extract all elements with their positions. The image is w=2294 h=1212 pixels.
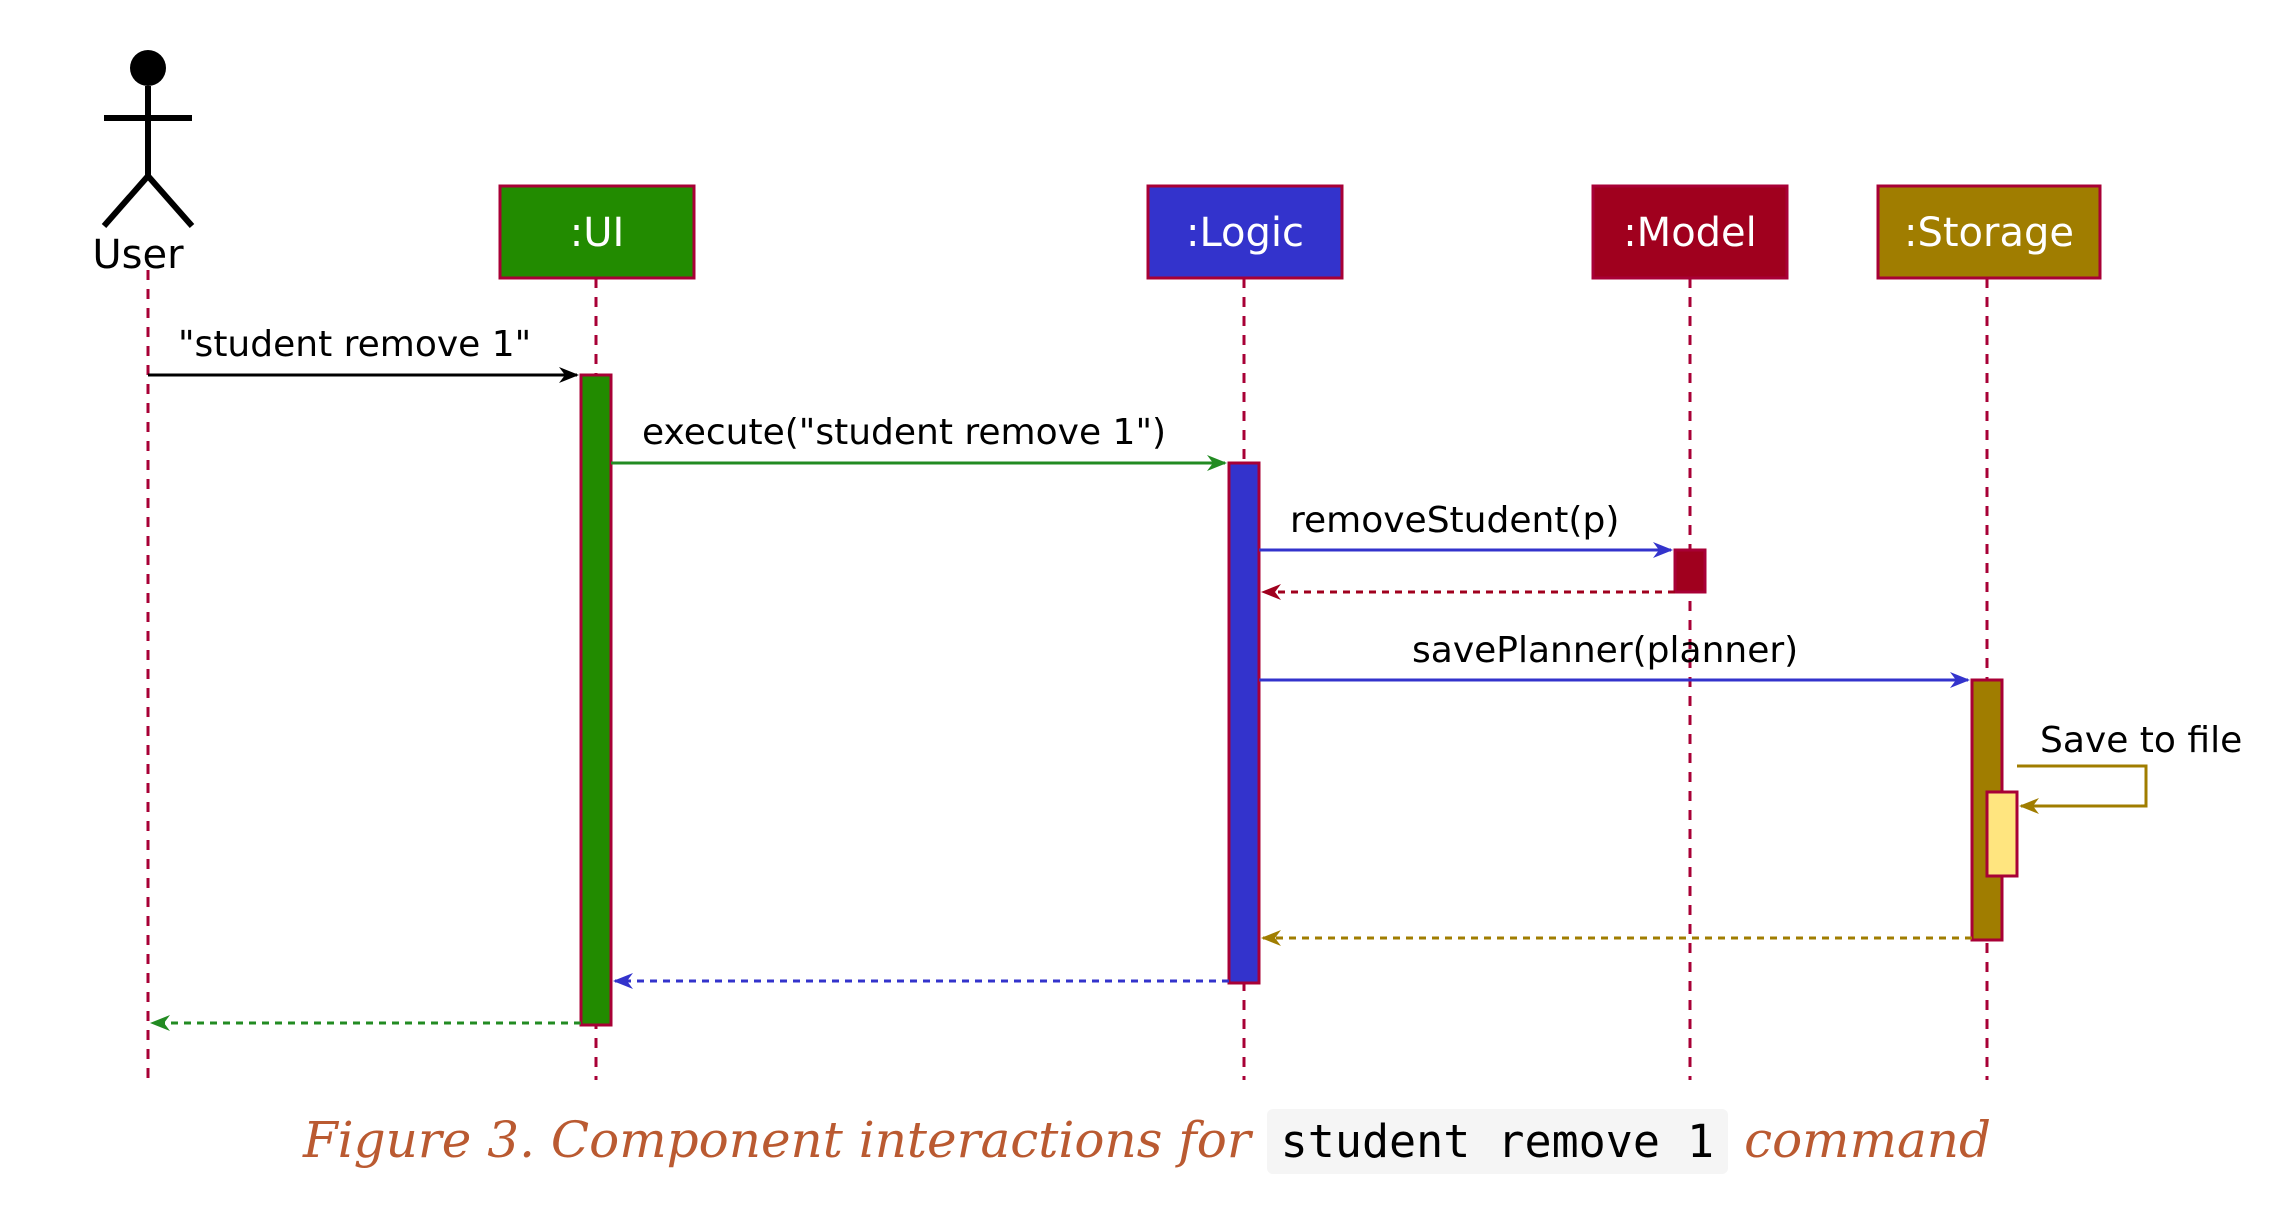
message-label-logic-to-model: removeStudent(p): [1290, 500, 1619, 541]
participant-logic-box: [1146, 184, 1344, 280]
participant-storage-box: [1876, 184, 2102, 280]
caption-code: student remove 1: [1266, 1109, 1729, 1174]
activation-model: [1673, 548, 1707, 594]
activation-storage-self: [1985, 790, 2019, 878]
participant-logic-label: :Logic: [1186, 210, 1304, 256]
activation-logic: [1227, 461, 1261, 985]
participant-storage-label: :Storage: [1904, 210, 2074, 256]
figure-caption: Figure 3. Component interactions for stu…: [0, 1100, 2294, 1182]
participant-ui-label: :UI: [570, 210, 625, 256]
caption-suffix: command: [1744, 1111, 1992, 1169]
participant-model-box: [1591, 184, 1789, 280]
actor-user-icon: [101, 50, 195, 228]
participant-ui-box: [498, 184, 696, 280]
activation-ui: [579, 373, 613, 1027]
caption-prefix: Figure 3. Component interactions for: [302, 1111, 1251, 1169]
participant-model-label: :Model: [1623, 210, 1757, 256]
message-label-ui-to-logic: execute("student remove 1"): [642, 412, 1166, 453]
self-call-label-storage: Save to file: [2040, 720, 2242, 761]
self-call-arrow-storage: [2017, 764, 2148, 814]
actor-label: User: [92, 232, 184, 278]
message-label-logic-to-storage: savePlanner(planner): [1412, 630, 1798, 671]
message-label-user-to-ui: "student remove 1": [178, 324, 531, 365]
